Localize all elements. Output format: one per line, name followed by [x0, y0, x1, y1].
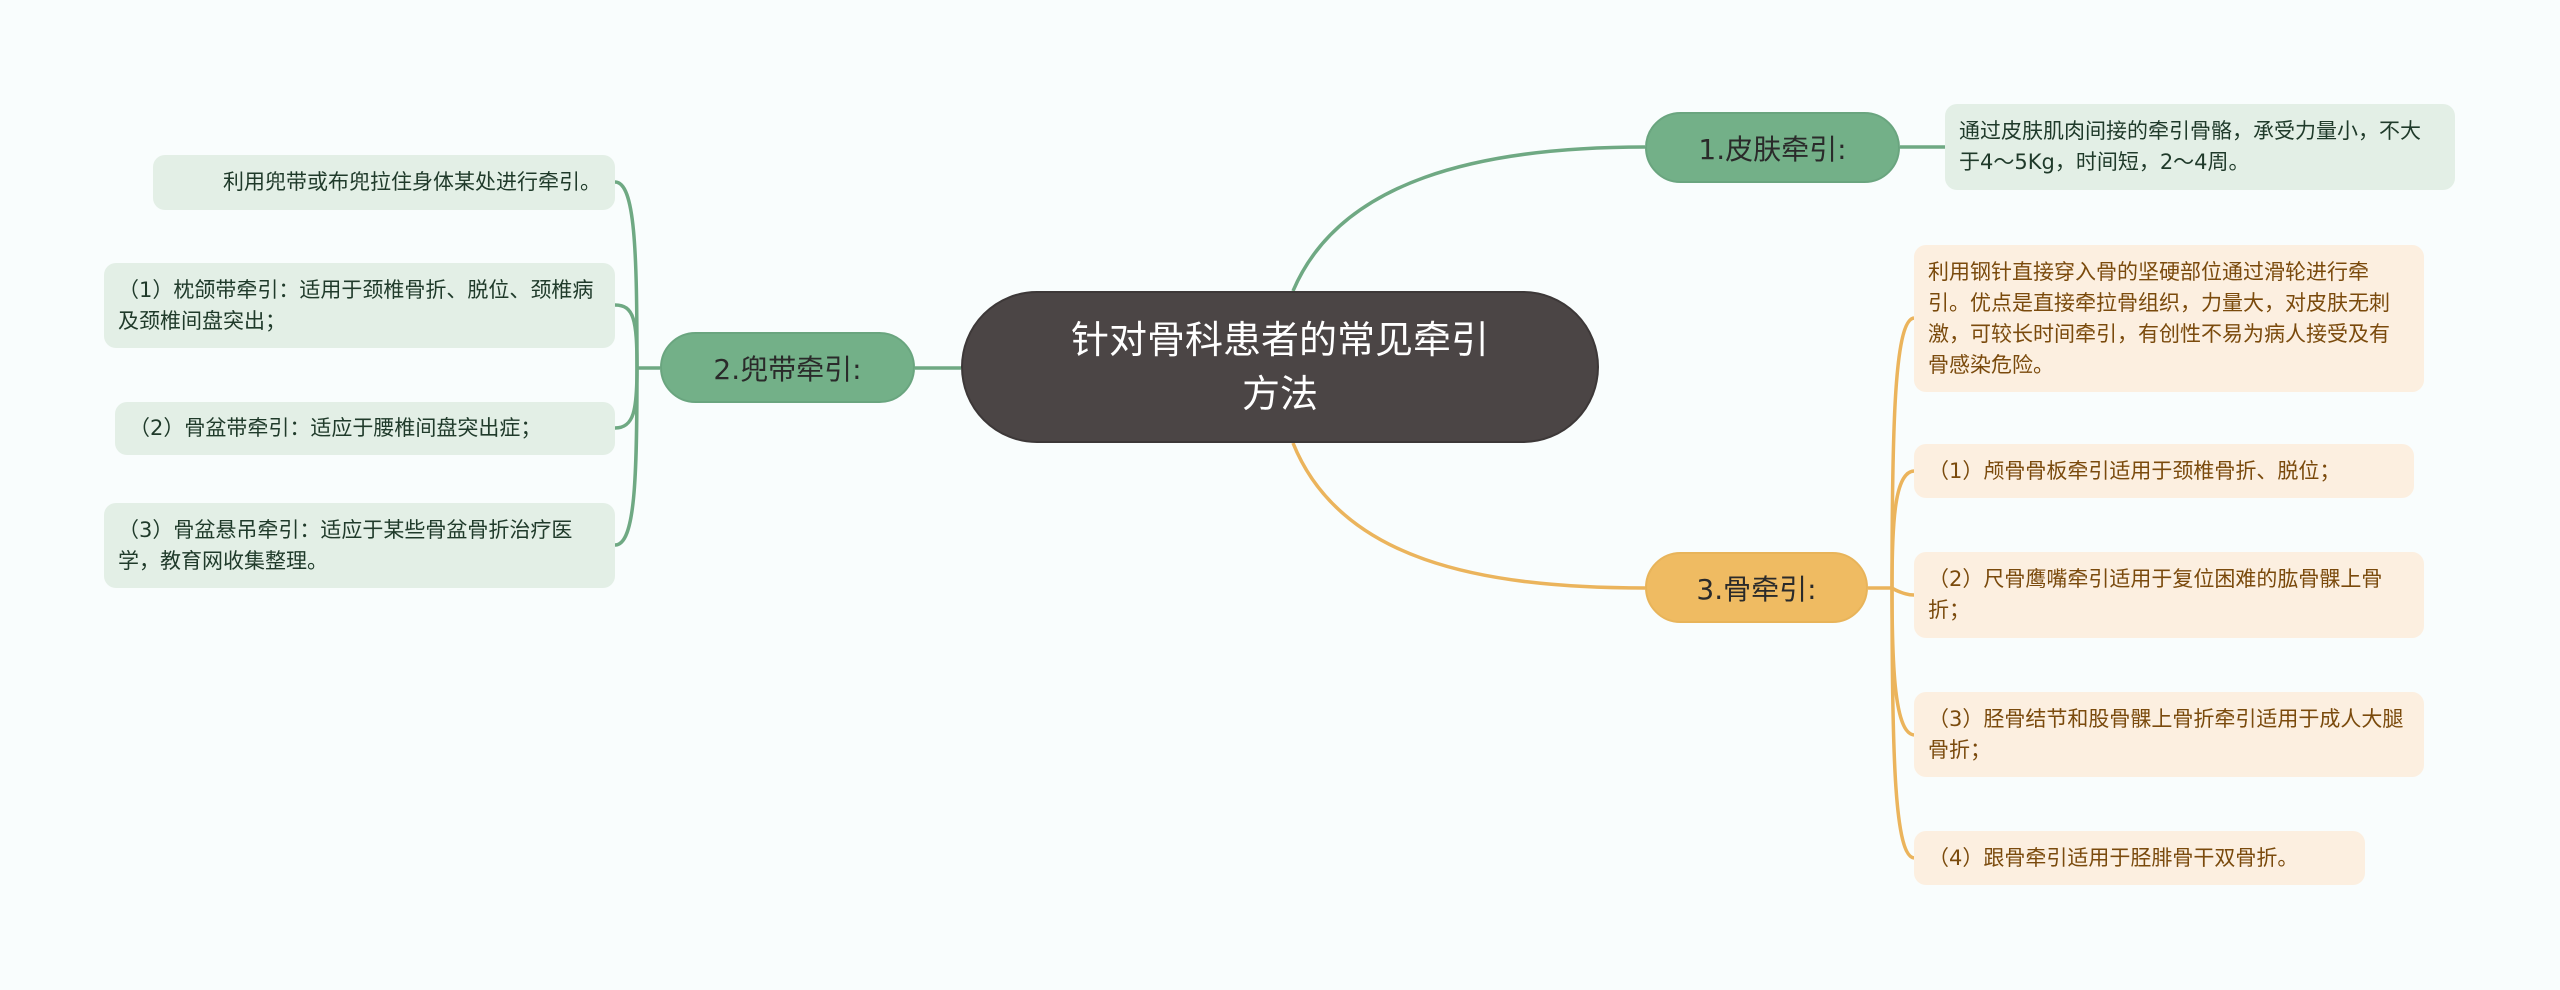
leaf-pelvic-sling[interactable]: （3）骨盆悬吊牵引：适应于某些骨盆骨折治疗医学，教育网收集整理。: [104, 503, 615, 588]
leaf-text: （1）颅骨骨板牵引适用于颈椎骨折、脱位；: [1928, 458, 2341, 483]
branch-label: 3.骨牵引:: [1696, 572, 1817, 606]
leaf-text: （2）尺骨鹰嘴牵引适用于复位困难的肱骨髁上骨折；: [1928, 567, 2383, 622]
leaf-text: 通过皮肤肌肉间接的牵引骨骼，承受力量小，不大于4～5Kg，时间短，2～4周。: [1959, 119, 2421, 174]
branch-label: 2.兜带牵引:: [713, 352, 862, 386]
branch-skin-traction[interactable]: 1.皮肤牵引:: [1645, 112, 1900, 183]
leaf-pelvic-belt[interactable]: （2）骨盆带牵引：适应于腰椎间盘突出症；: [115, 402, 615, 455]
leaf-olecranon-traction[interactable]: （2）尺骨鹰嘴牵引适用于复位困难的肱骨髁上骨折；: [1914, 552, 2424, 638]
leaf-text: （2）骨盆带牵引：适应于腰椎间盘突出症；: [129, 416, 542, 440]
branch-label: 1.皮肤牵引:: [1698, 132, 1847, 166]
leaf-skeletal-desc[interactable]: 利用钢针直接穿入骨的坚硬部位通过滑轮进行牵引。优点是直接牵拉骨组织，力量大，对皮…: [1914, 245, 2424, 392]
leaf-text: （3）骨盆悬吊牵引：适应于某些骨盆骨折治疗医学，教育网收集整理。: [118, 517, 573, 573]
leaf-skin-traction-desc[interactable]: 通过皮肤肌肉间接的牵引骨骼，承受力量小，不大于4～5Kg，时间短，2～4周。: [1945, 104, 2455, 190]
leaf-text: （1）枕颌带牵引：适用于颈椎骨折、脱位、颈椎病及颈椎间盘突出；: [118, 277, 594, 333]
root-topic[interactable]: 针对骨科患者的常见牵引方法: [961, 291, 1599, 443]
branch-sling-traction[interactable]: 2.兜带牵引:: [660, 332, 915, 403]
leaf-skull-traction[interactable]: （1）颅骨骨板牵引适用于颈椎骨折、脱位；: [1914, 444, 2414, 498]
leaf-text: （3）胫骨结节和股骨髁上骨折牵引适用于成人大腿骨折；: [1928, 706, 2404, 762]
leaf-text: 利用兜带或布兜拉住身体某处进行牵引。: [223, 170, 601, 194]
leaf-sling-desc[interactable]: 利用兜带或布兜拉住身体某处进行牵引。: [153, 155, 615, 210]
leaf-tibial-femoral-traction[interactable]: （3）胫骨结节和股骨髁上骨折牵引适用于成人大腿骨折；: [1914, 692, 2424, 777]
leaf-calcaneal-traction[interactable]: （4）跟骨牵引适用于胫腓骨干双骨折。: [1914, 831, 2365, 885]
leaf-text: （4）跟骨牵引适用于胫腓骨干双骨折。: [1928, 845, 2299, 870]
root-topic-label: 针对骨科患者的常见牵引方法: [1070, 318, 1489, 416]
branch-skeletal-traction[interactable]: 3.骨牵引:: [1645, 552, 1868, 623]
leaf-occipitomandibular-sling[interactable]: （1）枕颌带牵引：适用于颈椎骨折、脱位、颈椎病及颈椎间盘突出；: [104, 263, 615, 348]
leaf-text: 利用钢针直接穿入骨的坚硬部位通过滑轮进行牵引。优点是直接牵拉骨组织，力量大，对皮…: [1928, 259, 2390, 377]
